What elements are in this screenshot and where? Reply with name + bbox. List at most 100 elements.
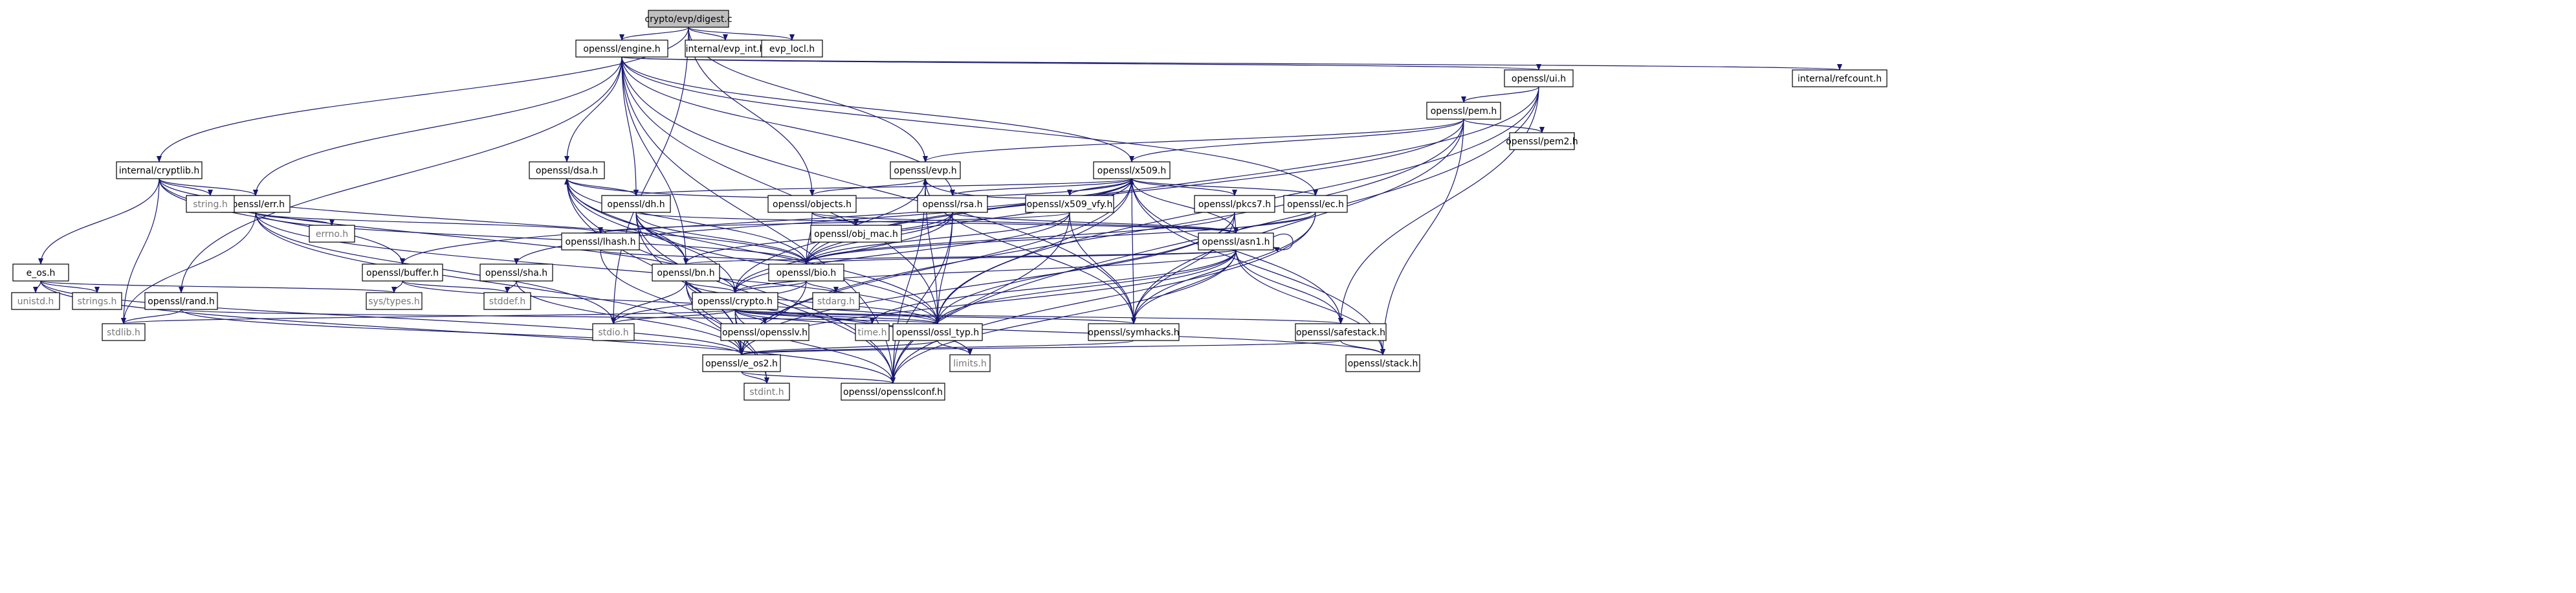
- edge: [732, 212, 1070, 293]
- node-safestack[interactable]: openssl/safestack.h: [1295, 323, 1387, 341]
- edge: [505, 280, 517, 293]
- node-time: time.h: [855, 323, 890, 341]
- node-opensslv[interactable]: openssl/opensslv.h: [720, 323, 809, 341]
- edge: [923, 118, 1464, 162]
- node-symhacks[interactable]: openssl/symhacks.h: [1088, 323, 1180, 341]
- edge-e_os-to-e_os2: [40, 280, 744, 355]
- node-opensslconf[interactable]: openssl/opensslconf.h: [841, 383, 945, 401]
- edge-cryptlib-to-e_os: [38, 178, 160, 265]
- edge-dsa-to-bn: [566, 178, 688, 265]
- node-box: [761, 39, 823, 58]
- node-evp[interactable]: openssl/evp.h: [890, 161, 961, 179]
- edge-engine-to-opensslconf: [621, 56, 896, 384]
- edge: [890, 212, 1070, 384]
- node-x509-vfy[interactable]: openssl/x509_vfy.h: [1025, 195, 1114, 213]
- edge: [734, 309, 875, 324]
- edge: [391, 280, 403, 293]
- node-evp-int[interactable]: internal/evp_int.h: [685, 39, 766, 58]
- edge-crypto-to-stack: [734, 309, 1385, 355]
- edge: [811, 212, 859, 226]
- node-rand[interactable]: openssl/rand.h: [144, 292, 218, 310]
- edge-crypto-to-time: [734, 309, 875, 324]
- node-box: [144, 292, 218, 310]
- node-label: openssl/sha.h: [485, 268, 547, 278]
- node-box: [917, 195, 988, 213]
- edge-evp-to-opensslconf: [890, 178, 926, 384]
- node-label: openssl/rand.h: [148, 296, 215, 307]
- edge: [181, 309, 940, 324]
- edge-pem-to-symhacks: [1131, 118, 1464, 324]
- nodes: crypto/evp/digest.c openssl/engine.h inter…: [11, 10, 1888, 401]
- edge: [621, 56, 1134, 162]
- node-refcount[interactable]: internal/refcount.h: [1792, 69, 1888, 87]
- node-e-os[interactable]: e_os.h: [12, 263, 69, 282]
- edge: [121, 178, 160, 324]
- node-e-os2[interactable]: openssl/e_os2.h: [702, 354, 781, 372]
- node-label: stdint.h: [749, 387, 784, 397]
- node-obj-mac[interactable]: openssl/obj_mac.h: [810, 225, 902, 243]
- node-buffer[interactable]: openssl/buffer.h: [362, 263, 443, 282]
- edge: [566, 178, 688, 265]
- edge-engine-to-bn: [621, 56, 688, 265]
- node-box: [601, 195, 671, 213]
- node-box: [1198, 232, 1274, 251]
- edge: [40, 280, 397, 293]
- node-bio[interactable]: openssl/bio.h: [768, 263, 844, 282]
- node-ossl-typ[interactable]: openssl/ossl_typ.h: [892, 323, 983, 341]
- node-ec[interactable]: openssl/ec.h: [1283, 195, 1348, 213]
- edge-dsa-to-opensslconf: [566, 178, 896, 384]
- edge: [734, 309, 767, 324]
- node-root[interactable]: crypto/evp/digest.c: [644, 10, 732, 28]
- node-pem2[interactable]: openssl/pem2.h: [1506, 132, 1578, 150]
- node-label: openssl/ui.h: [1512, 74, 1566, 84]
- node-label: internal/cryptlib.h: [119, 166, 200, 176]
- edge-x509_vfy-to-opensslconf: [890, 212, 1070, 384]
- node-asn1[interactable]: openssl/asn1.h: [1198, 232, 1274, 251]
- node-label: openssl/e_os2.h: [705, 359, 778, 369]
- node-label: openssl/x509.h: [1097, 166, 1166, 176]
- node-label: string.h: [193, 199, 228, 210]
- node-box: [11, 292, 60, 310]
- node-crypto[interactable]: openssl/crypto.h: [692, 292, 778, 310]
- node-stack[interactable]: openssl/stack.h: [1345, 354, 1420, 372]
- edge: [600, 249, 809, 265]
- node-dh[interactable]: openssl/dh.h: [601, 195, 671, 213]
- node-x509[interactable]: openssl/x509.h: [1093, 161, 1171, 179]
- node-dsa[interactable]: openssl/dsa.h: [529, 161, 605, 179]
- node-evp-locl[interactable]: evp_locl.h: [761, 39, 823, 58]
- edge: [121, 309, 736, 324]
- edge: [611, 309, 736, 324]
- node-objects[interactable]: openssl/objects.h: [767, 195, 857, 213]
- node-pem[interactable]: openssl/pem.h: [1426, 102, 1501, 120]
- edge-rand-to-e_os2: [181, 309, 744, 355]
- edge-buffer-to-ossl_typ: [402, 280, 940, 324]
- edge: [804, 249, 1237, 265]
- node-lhash[interactable]: openssl/lhash.h: [561, 232, 640, 251]
- node-box: [1426, 102, 1501, 120]
- edge: [621, 56, 1842, 71]
- node-ui[interactable]: openssl/ui.h: [1504, 69, 1574, 87]
- node-bn[interactable]: openssl/bn.h: [652, 263, 720, 282]
- node-box: [648, 10, 729, 28]
- edge-evp-to-objects: [809, 178, 926, 196]
- node-box: [12, 263, 69, 282]
- node-sha[interactable]: openssl/sha.h: [479, 263, 553, 282]
- edge-err-to-errno: [255, 212, 335, 226]
- edge: [1130, 178, 1136, 324]
- node-engine[interactable]: openssl/engine.h: [575, 39, 668, 58]
- edge-rsa-to-ossl_typ: [935, 212, 953, 324]
- edge: [402, 280, 510, 293]
- edge-cryptlib-to-bio: [159, 178, 809, 265]
- node-label: errno.h: [316, 229, 348, 240]
- edge-x509-to-sha: [514, 178, 1132, 265]
- edge-engine-to-ui: [621, 56, 1541, 71]
- edge: [1131, 249, 1237, 324]
- node-cryptlib[interactable]: internal/cryptlib.h: [116, 161, 203, 179]
- node-rsa[interactable]: openssl/rsa.h: [917, 195, 988, 213]
- edge-ec-to-bio: [804, 212, 1316, 265]
- node-box: [890, 161, 961, 179]
- edge-buffer-to-systypes: [391, 280, 403, 293]
- edge-asn1-to-asn1: [1273, 233, 1294, 252]
- node-pkcs7[interactable]: openssl/pkcs7.h: [1194, 195, 1275, 213]
- edge-x509_vfy-to-crypto: [732, 212, 1070, 293]
